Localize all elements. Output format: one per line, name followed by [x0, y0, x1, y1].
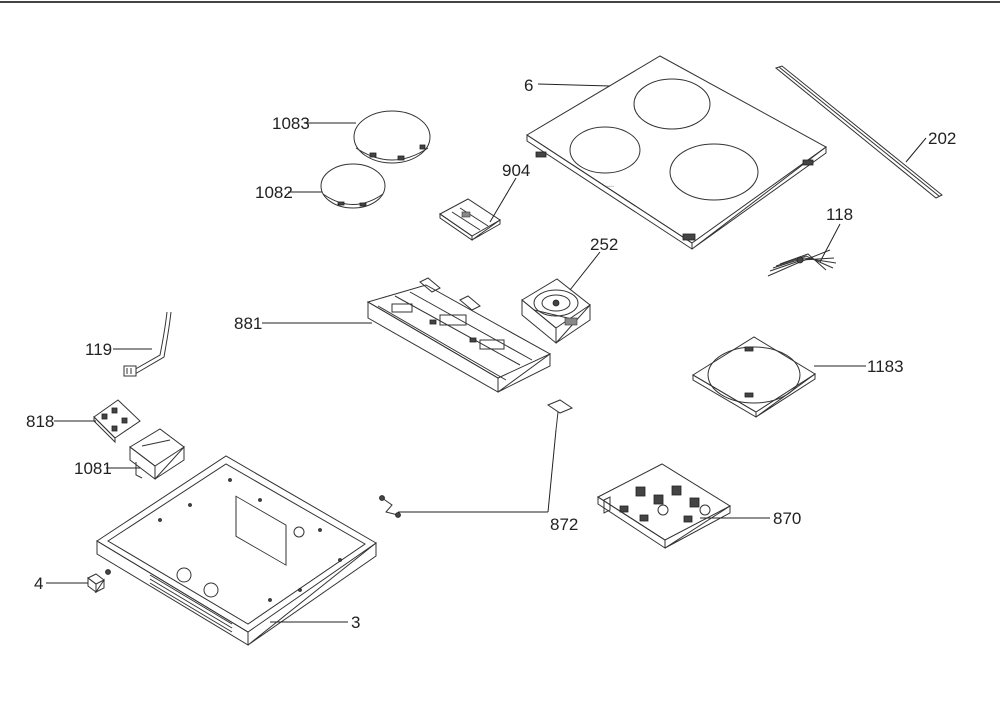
leader-202: [905, 137, 927, 163]
label-4: 4: [34, 574, 43, 593]
part-1083-heating-element[interactable]: [353, 110, 431, 164]
part-881-tray[interactable]: [366, 277, 552, 393]
part-202-seal-strip[interactable]: [774, 65, 943, 199]
label-252: 252: [590, 235, 618, 254]
part-1183-heating-plate[interactable]: [692, 336, 816, 418]
label-870: 870: [773, 509, 801, 528]
label-118: 118: [826, 205, 853, 224]
label-1082: 1082: [255, 183, 293, 202]
part-labels: 6 202 1083 1082 904 118 252 881 119 1183…: [26, 76, 956, 632]
label-119: 119: [85, 340, 112, 359]
label-881: 881: [234, 314, 262, 333]
label-1183: 1183: [867, 357, 904, 376]
label-1083: 1083: [272, 114, 310, 133]
part-119-power-cord[interactable]: [123, 311, 172, 377]
part-904-board[interactable]: [439, 198, 501, 241]
label-1081: 1081: [74, 459, 112, 478]
label-202: 202: [928, 129, 956, 148]
label-6: 6: [524, 76, 533, 95]
leader-118: [819, 223, 841, 263]
part-870-power-board[interactable]: [597, 463, 732, 549]
part-6-glass-top[interactable]: ◦◦◦◦◦: [526, 55, 827, 250]
label-3: 3: [351, 613, 360, 632]
svg-text:◦◦◦◦◦: ◦◦◦◦◦: [605, 184, 614, 190]
part-1081-bracket[interactable]: [129, 428, 185, 481]
leader-872-a: [547, 429, 557, 513]
part-818-control-board[interactable]: [93, 399, 141, 444]
label-818: 818: [26, 412, 54, 431]
label-872: 872: [550, 515, 578, 534]
part-3-bottom-housing[interactable]: [96, 455, 377, 646]
leader-252: [569, 251, 601, 291]
leader-6: [537, 83, 611, 87]
leader-lines: [46, 83, 927, 623]
part-872-clip-wire[interactable]: [379, 399, 574, 518]
label-904: 904: [502, 161, 530, 180]
part-4-clip[interactable]: [87, 569, 111, 594]
part-118-wire-harness[interactable]: [767, 249, 837, 277]
part-1082-heating-element[interactable]: [320, 163, 386, 209]
leader-904: [489, 177, 517, 223]
part-252-fan-unit[interactable]: [521, 278, 591, 345]
